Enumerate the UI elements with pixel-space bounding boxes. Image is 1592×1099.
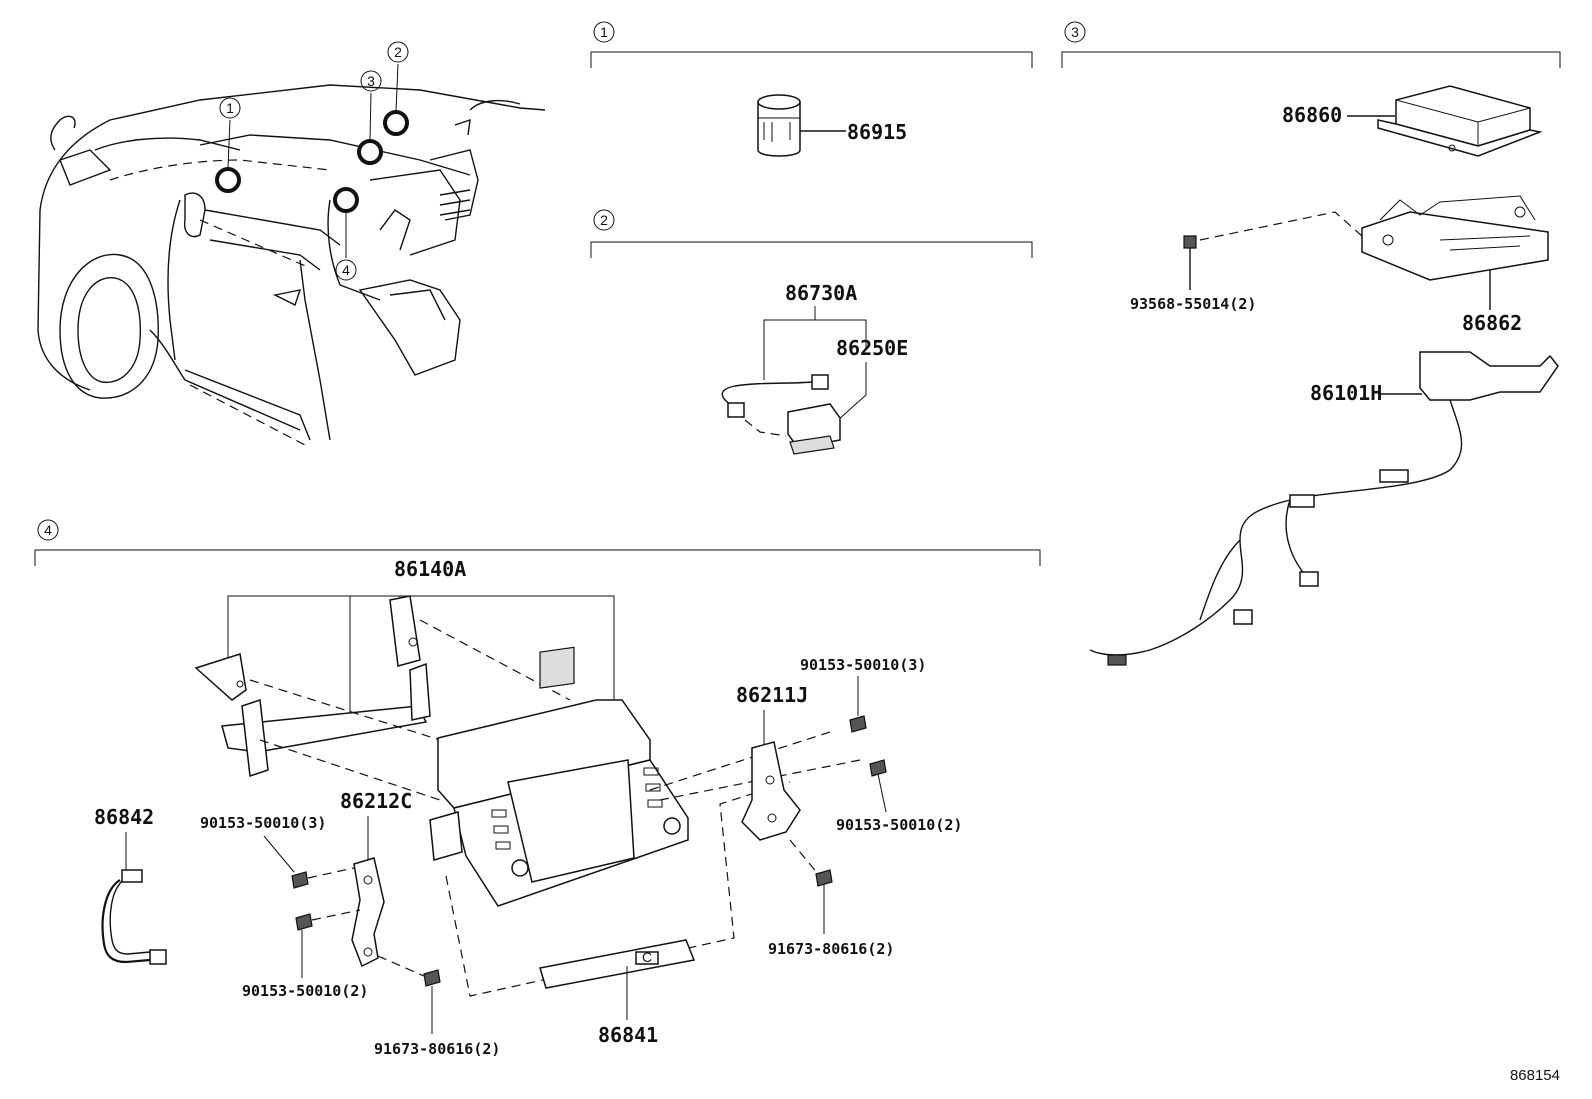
bolt-93568-part — [1183, 235, 1197, 290]
section-2-bracket — [590, 241, 1033, 258]
vehicle-locator-view: 1 2 3 4 — [37, 41, 546, 446]
part-label-bolt-a: 90153-50010(3) — [800, 656, 926, 674]
harness-86842-part — [101, 869, 167, 965]
svg-text:C: C — [642, 949, 652, 965]
locator-callout-1 — [219, 97, 241, 119]
section-4: 4 86140A — [34, 519, 1041, 1058]
section-3-bracket — [1061, 51, 1561, 68]
locator-spot-1 — [215, 167, 241, 193]
section-4-index — [37, 519, 59, 541]
part-label-86211J: 86211J — [736, 683, 808, 707]
harness-86730A-part — [721, 374, 829, 437]
part-label-86915: 86915 — [847, 120, 907, 144]
part-label-86101H: 86101H — [1310, 381, 1382, 405]
section-4-bracket — [34, 549, 1041, 566]
locator-callout-4-text: 4 — [342, 262, 350, 278]
bolt-90153-left-lower — [295, 909, 361, 978]
section-1-bracket — [590, 51, 1033, 68]
locator-spot-3 — [357, 139, 383, 165]
leader-86140A — [227, 595, 615, 700]
panel-86841-part: C — [539, 939, 696, 989]
section-1-index — [593, 21, 615, 43]
section-1: 1 86915 — [590, 21, 1033, 157]
connector-86250E-part — [787, 403, 841, 455]
section-4-index-text: 4 — [44, 522, 52, 538]
part-label-86212C: 86212C — [340, 789, 412, 813]
locator-callout-2-text: 2 — [394, 44, 402, 60]
bolt-90153-right — [869, 759, 887, 813]
locator-callout-3 — [360, 70, 382, 92]
part-label-screw-b: 91673-80616(2) — [374, 1040, 500, 1058]
diagram-reference-id: 868154 — [1510, 1067, 1560, 1084]
part-label-86842: 86842 — [94, 805, 154, 829]
bolt-90153-left-upper — [263, 835, 355, 889]
bracket-86211J-part — [741, 741, 801, 841]
locator-spot-4 — [333, 187, 359, 213]
locator-callout-4 — [335, 259, 357, 281]
section-2: 2 86730A 86250E — [590, 209, 1033, 455]
part-label-screw-a: 91673-80616(2) — [768, 940, 894, 958]
harness-86101H-part — [1089, 351, 1559, 666]
display-unit-part — [429, 646, 689, 907]
screw-91673-left — [377, 955, 441, 1034]
bracket-frame-part — [194, 595, 571, 801]
locator-callout-2 — [387, 41, 409, 63]
locator-callout-3-text: 3 — [367, 73, 375, 89]
section-3-index-text: 3 — [1071, 24, 1079, 40]
section-1-index-text: 1 — [600, 24, 608, 40]
locator-spot-2 — [383, 110, 409, 136]
part-label-bolt-b: 90153-50010(2) — [836, 816, 962, 834]
part-label-bolt-d: 90153-50010(2) — [242, 982, 368, 1000]
part-label-86841: 86841 — [598, 1023, 658, 1047]
screw-91673-right — [789, 839, 833, 934]
part-label-bolt-c: 90153-50010(3) — [200, 814, 326, 832]
locator-callout-1-text: 1 — [226, 100, 234, 116]
ecu-86860-part — [1377, 85, 1543, 157]
bracket-86862-part — [1361, 195, 1549, 281]
part-label-86140A: 86140A — [394, 557, 466, 581]
bolt-90153-upper-right — [849, 676, 867, 733]
switch-86915-part — [757, 94, 801, 157]
section-2-index — [593, 209, 615, 231]
bracket-86212C-part — [351, 857, 385, 968]
section-3-index — [1064, 21, 1086, 43]
part-label-86730A: 86730A — [785, 281, 857, 305]
section-2-index-text: 2 — [600, 212, 608, 228]
part-label-93568: 93568-55014(2) — [1130, 295, 1256, 313]
section-3: 3 86860 93568-55014(2) 86862 — [1061, 21, 1561, 666]
part-label-86250E: 86250E — [836, 336, 908, 360]
part-label-86860: 86860 — [1282, 103, 1342, 127]
part-label-86862: 86862 — [1462, 311, 1522, 335]
